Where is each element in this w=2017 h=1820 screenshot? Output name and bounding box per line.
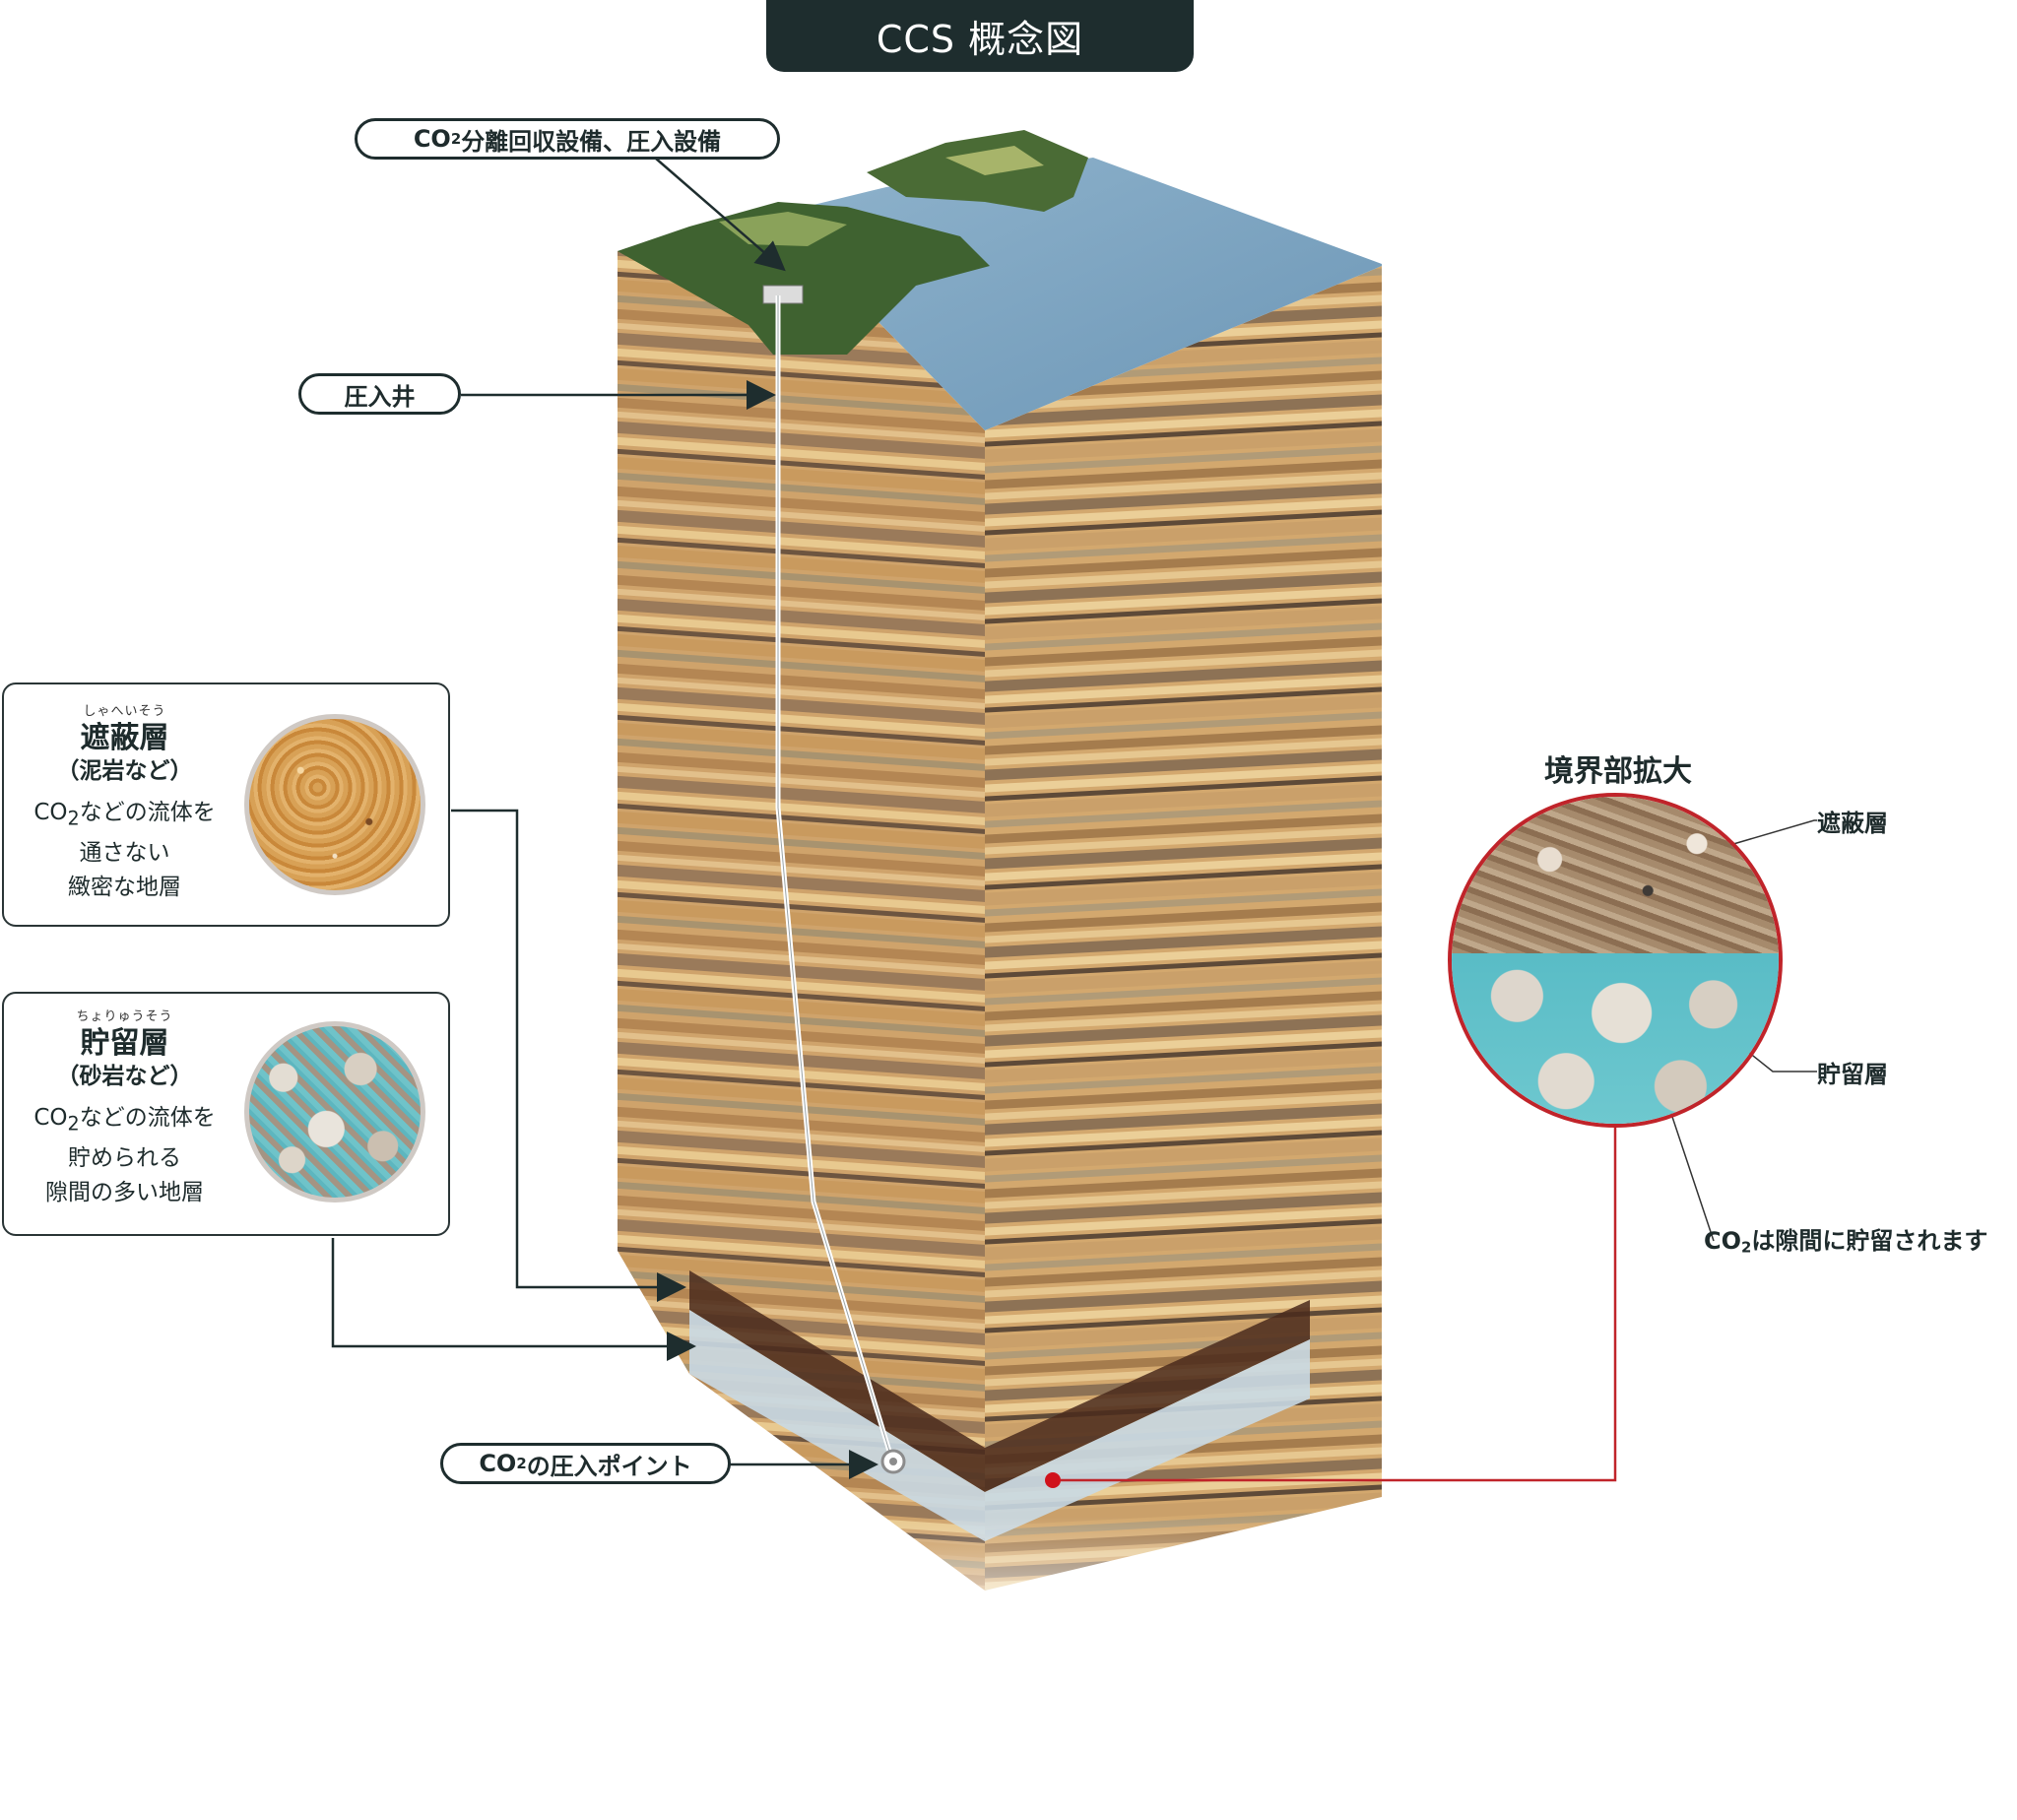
caprock-sub: （泥岩など） xyxy=(56,758,193,784)
reservoir-card: ちょりゅうそう 貯留層 （砂岩など） CO2などの流体を 貯められる 隙間の多い… xyxy=(2,992,450,1236)
page-title: CCS 概念図 xyxy=(766,0,1194,72)
reservoir-description: CO2などの流体を 貯められる 隙間の多い地層 xyxy=(33,1105,216,1205)
sea-surface xyxy=(773,158,1382,430)
zoom-title: 境界部拡大 xyxy=(1544,754,1692,789)
fields-far xyxy=(945,146,1044,175)
caprock-description: CO2などの流体を 通さない 緻密な地層 xyxy=(33,800,216,900)
fields xyxy=(719,212,847,246)
zoom-boundary-image xyxy=(1448,793,1783,1128)
block-left-face xyxy=(618,215,985,1591)
caprock-ruby: しゃへいそう xyxy=(83,704,166,719)
callout-injection-well: 圧入井 xyxy=(298,373,461,415)
caprock-name: 遮蔽層 xyxy=(80,721,169,755)
zoom-label-caprock: 遮蔽層 xyxy=(1817,810,1888,837)
facility xyxy=(762,285,804,304)
land-surface xyxy=(618,202,990,355)
reservoir-sub: （砂岩など） xyxy=(56,1064,193,1089)
zoom-co2-note: CO2は隙間に貯留されます xyxy=(1704,1227,1988,1257)
caprock-band xyxy=(689,1270,1310,1492)
zoom-label-reservoir: 貯留層 xyxy=(1817,1061,1888,1088)
reservoir-sample-image xyxy=(244,1021,425,1202)
caprock-sample-image xyxy=(244,714,425,895)
caprock-card: しゃへいそう 遮蔽層 （泥岩など） CO2などの流体を 通さない 緻密な地層 xyxy=(2,682,450,927)
block-right-face xyxy=(985,266,1382,1591)
boundary-point xyxy=(1045,1472,1061,1488)
reservoir-ruby: ちょりゅうそう xyxy=(76,1009,173,1024)
reservoir-name: 貯留層 xyxy=(80,1026,169,1061)
reservoir-band xyxy=(689,1310,1310,1541)
